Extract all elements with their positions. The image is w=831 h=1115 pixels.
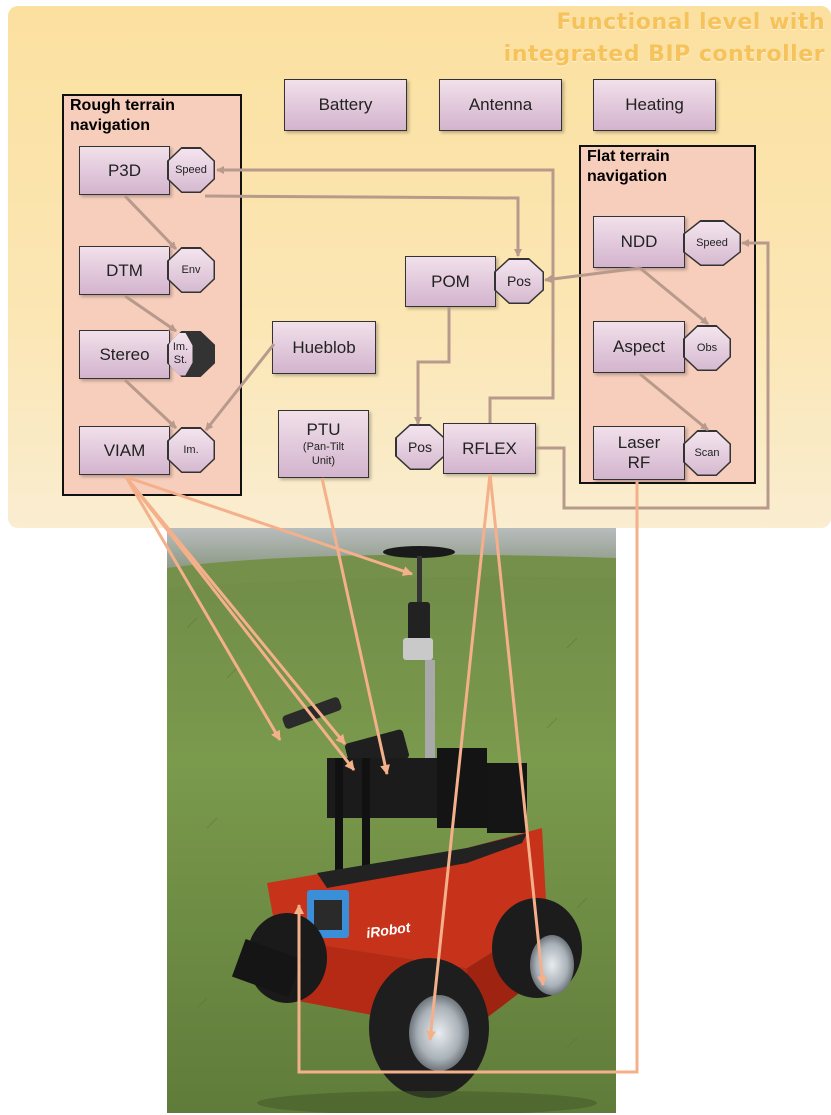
ptu-sublabel: (Pan-Tilt Unit) — [302, 441, 345, 467]
p3d-speed-port[interactable]: Speed — [167, 147, 215, 193]
hueblob-label: Hueblob — [292, 337, 356, 357]
stereo-im-st-label: Im. St. — [168, 332, 193, 376]
rflex-module[interactable]: RFLEX — [443, 423, 536, 474]
p3d-speed-label: Speed — [168, 148, 214, 192]
laser-scan-port[interactable]: Scan — [683, 430, 731, 476]
p3d-label: P3D — [107, 160, 142, 180]
dtm-env-label: Env — [168, 248, 214, 292]
stereo-module[interactable]: Stereo — [79, 330, 170, 379]
antenna-label: Antenna — [468, 95, 533, 114]
rflex-label: RFLEX — [462, 438, 517, 458]
viam-label: VIAM — [103, 440, 146, 460]
ndd-speed-port[interactable]: Speed — [683, 220, 741, 266]
title-line-1: Functional level with — [556, 10, 825, 35]
laser-rf-label: Laser RF — [617, 433, 661, 472]
p3d-module[interactable]: P3D — [79, 146, 170, 195]
ptu-module[interactable]: PTU (Pan-Tilt Unit) — [278, 410, 369, 478]
aspect-module[interactable]: Aspect — [593, 321, 685, 373]
stereo-label: Stereo — [99, 344, 150, 364]
heating-label: Heating — [625, 95, 684, 114]
ptu-label: PTU — [306, 420, 341, 439]
robot-photo: iRobot — [167, 528, 616, 1113]
laser-rf-module[interactable]: Laser RF — [593, 426, 685, 480]
battery-label: Battery — [318, 95, 373, 114]
rflex-pos-port[interactable]: Pos — [395, 424, 445, 470]
hueblob-module[interactable]: Hueblob — [272, 321, 376, 374]
rough-terrain-title: Rough terrain navigation — [70, 97, 175, 134]
ndd-speed-label: Speed — [684, 221, 740, 265]
laser-scan-label: Scan — [684, 431, 730, 475]
flat-terrain-title: Flat terrain navigation — [587, 148, 670, 185]
aspect-obs-label: Obs — [684, 326, 730, 370]
viam-im-label: Im. — [168, 428, 214, 472]
viam-im-port[interactable]: Im. — [167, 427, 215, 473]
pom-pos-label: Pos — [495, 259, 543, 303]
rflex-pos-label: Pos — [396, 425, 444, 469]
dtm-label: DTM — [106, 260, 143, 280]
pom-label: POM — [431, 271, 470, 291]
title-line-2: integrated BIP controller — [503, 42, 825, 67]
antenna-module[interactable]: Antenna — [439, 79, 562, 131]
heating-module[interactable]: Heating — [593, 79, 716, 131]
pom-module[interactable]: POM — [405, 256, 496, 307]
viam-module[interactable]: VIAM — [79, 426, 170, 475]
aspect-label: Aspect — [613, 337, 665, 356]
dtm-module[interactable]: DTM — [79, 246, 170, 295]
battery-module[interactable]: Battery — [284, 79, 407, 131]
aspect-obs-port[interactable]: Obs — [683, 325, 731, 371]
ndd-module[interactable]: NDD — [593, 216, 685, 268]
ndd-label: NDD — [620, 232, 658, 251]
